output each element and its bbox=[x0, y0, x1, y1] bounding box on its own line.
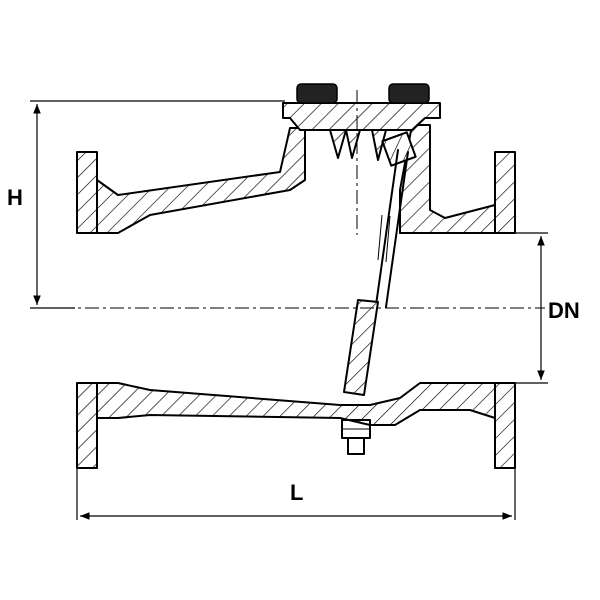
lower-body-wall bbox=[96, 382, 496, 426]
dimension-h: H bbox=[7, 100, 285, 309]
swing-disc bbox=[343, 149, 409, 396]
left-flange bbox=[76, 151, 98, 469]
height-label: H bbox=[7, 185, 23, 210]
drain-plug bbox=[341, 419, 371, 455]
dimension-l: L bbox=[76, 468, 516, 520]
dimension-dn: DN bbox=[497, 232, 580, 384]
length-label: L bbox=[290, 480, 303, 505]
right-flange bbox=[494, 151, 516, 469]
upper-body-wall-right bbox=[399, 124, 496, 234]
diameter-label: DN bbox=[548, 298, 580, 323]
upper-body-wall bbox=[96, 127, 306, 234]
